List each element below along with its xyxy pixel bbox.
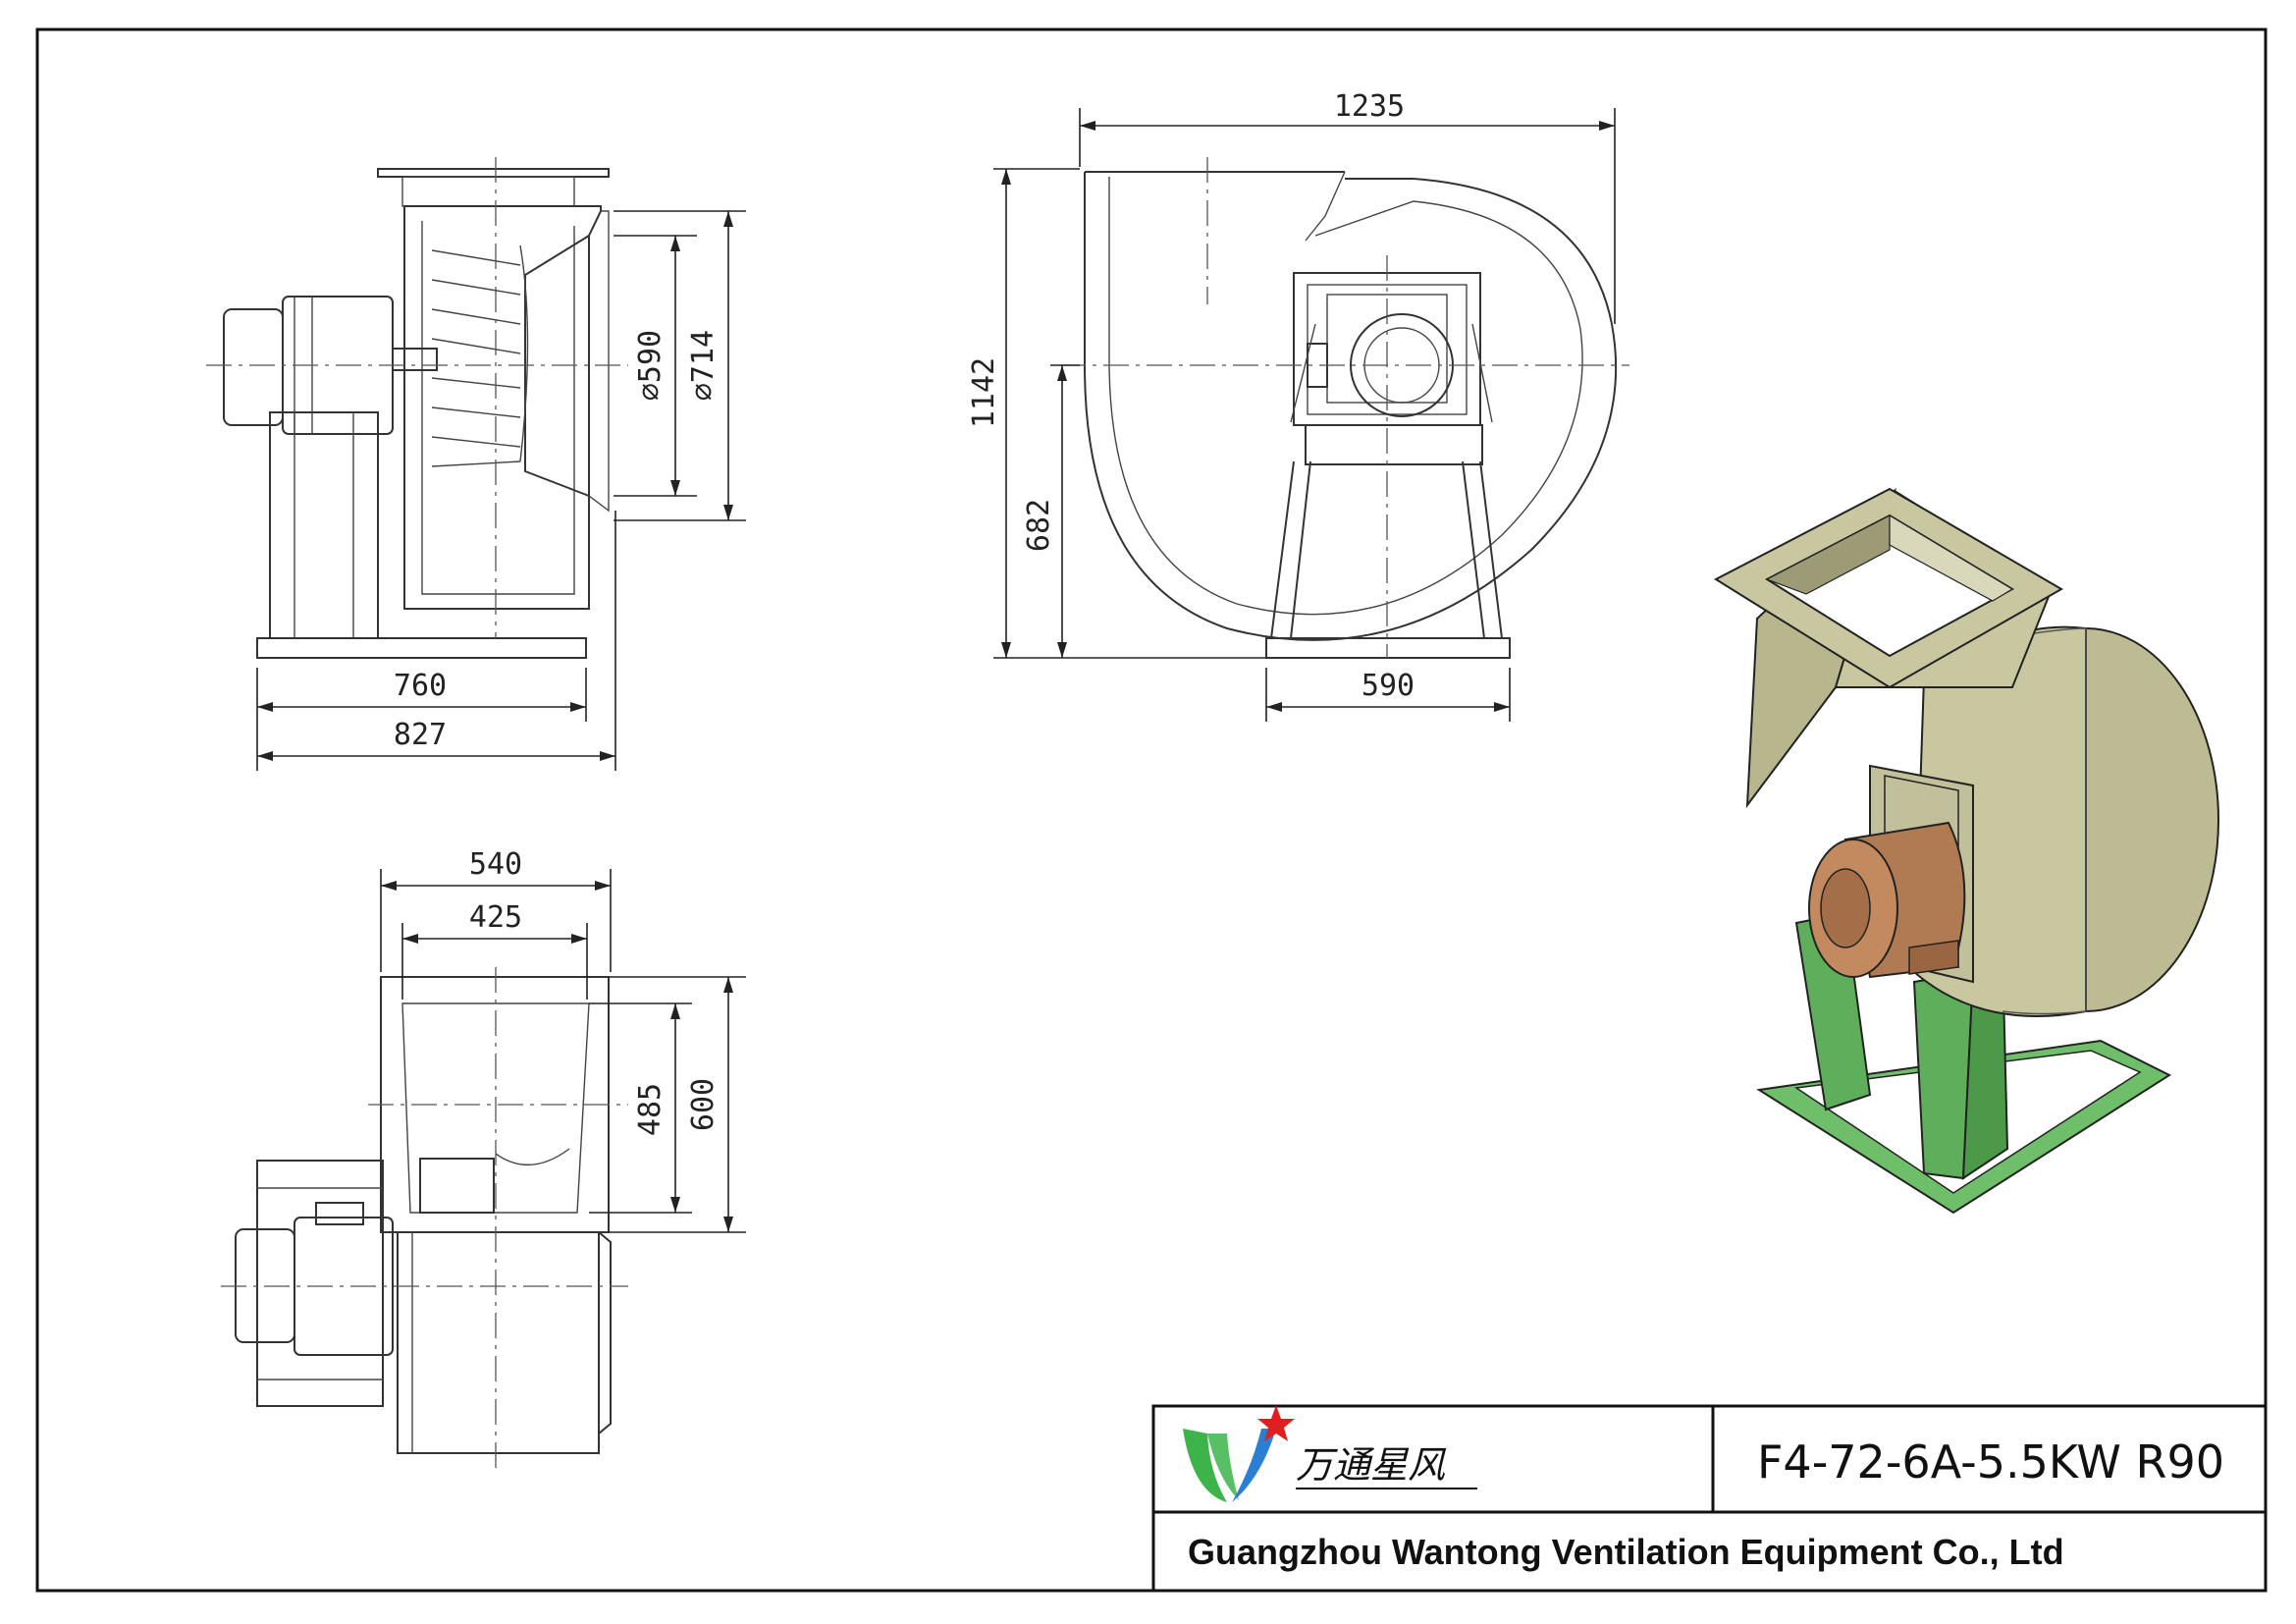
dim-540: 540 bbox=[469, 847, 522, 882]
dim-590-diameter: ⌀590 bbox=[633, 330, 667, 401]
isometric-fan-render bbox=[1713, 487, 2219, 1215]
dim-682: 682 bbox=[1022, 499, 1056, 552]
model-number: F4-72-6A-5.5KW R90 bbox=[1757, 1435, 2224, 1489]
front-view-dimensions: 1235 1142 682 590 bbox=[967, 89, 1616, 722]
company-name: Guangzhou Wantong Ventilation Equipment … bbox=[1188, 1532, 2064, 1572]
title-block: 万通星风 F4-72-6A-5.5KW R90 Guangzhou Wanton… bbox=[1151, 1404, 2268, 1593]
front-view bbox=[1060, 157, 1629, 659]
side-view bbox=[206, 157, 628, 659]
dim-485: 485 bbox=[633, 1083, 667, 1136]
brand-logo bbox=[1183, 1405, 1295, 1502]
dim-600: 600 bbox=[686, 1078, 721, 1131]
top-view bbox=[221, 967, 628, 1473]
dim-590-base: 590 bbox=[1362, 669, 1415, 703]
dim-760: 760 bbox=[394, 669, 447, 703]
side-view-dimensions: 760 827 ⌀590 ⌀714 bbox=[256, 210, 746, 771]
dim-1235: 1235 bbox=[1334, 89, 1405, 124]
dim-425: 425 bbox=[469, 900, 522, 935]
dim-1142: 1142 bbox=[967, 357, 1001, 428]
dim-827: 827 bbox=[394, 718, 447, 752]
brand-name: 万通星风 bbox=[1296, 1443, 1447, 1487]
dim-714-diameter: ⌀714 bbox=[686, 330, 721, 401]
drawing-border bbox=[35, 27, 2268, 1593]
top-view-dimensions: 540 425 485 600 bbox=[380, 847, 746, 1233]
